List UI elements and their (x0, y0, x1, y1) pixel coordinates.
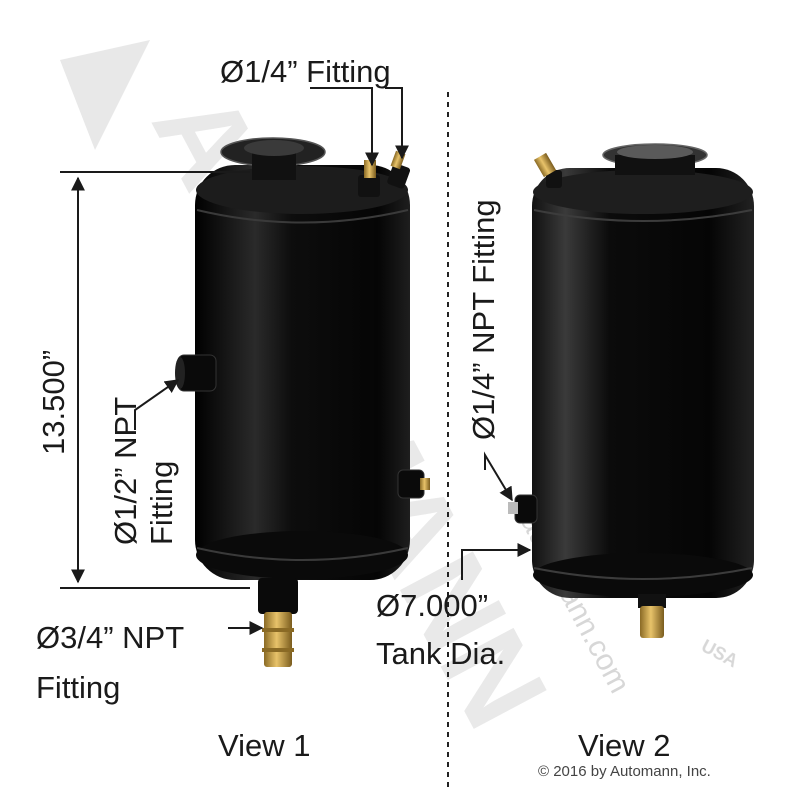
label-diameter-line1: Ø7.000” (376, 588, 489, 623)
leader-lines (134, 87, 532, 635)
label-view-2: View 2 (578, 728, 671, 763)
tank-view-1 (175, 137, 430, 667)
label-diameter-line2: Tank Dia. (376, 636, 506, 671)
bottom-fitting-view-2 (638, 594, 666, 638)
label-view-1: View 1 (218, 728, 311, 763)
label-half-npt-line2: Fitting (144, 460, 179, 545)
quarter-npt-fitting-view-2 (508, 494, 538, 524)
leader-top-fitting-1 (310, 87, 379, 167)
watermark-usa: USA (698, 636, 741, 672)
three-quarter-npt-fitting (258, 578, 298, 667)
watermark-logo-mark (60, 40, 150, 150)
label-half-npt-line1: Ø1/2” NPT (108, 396, 143, 545)
leader-top-fitting-2 (385, 87, 409, 160)
radiator-cap-view-2 (602, 143, 708, 175)
height-dimension (60, 171, 250, 589)
leader-diameter (461, 543, 532, 580)
label-three-quarter-line2: Fitting (36, 670, 121, 705)
label-three-quarter-line1: Ø3/4” NPT (36, 620, 185, 655)
label-height: 13.500” (36, 349, 71, 455)
quarter-npt-fitting-view-1 (397, 469, 430, 499)
tank-view-2 (508, 143, 754, 638)
half-npt-fitting-view-1 (175, 354, 217, 392)
leader-quarter-side (484, 451, 513, 502)
label-quarter-npt-side: Ø1/4” NPT Fitting (466, 199, 501, 440)
radiator-cap-view-1 (220, 137, 326, 180)
label-quarter-fitting-top: Ø1/4” Fitting (220, 54, 391, 89)
leader-half-npt (134, 379, 180, 430)
copyright-notice: © 2016 by Automann, Inc. (538, 763, 711, 780)
quarter-fitting-view-2-top (533, 152, 562, 188)
